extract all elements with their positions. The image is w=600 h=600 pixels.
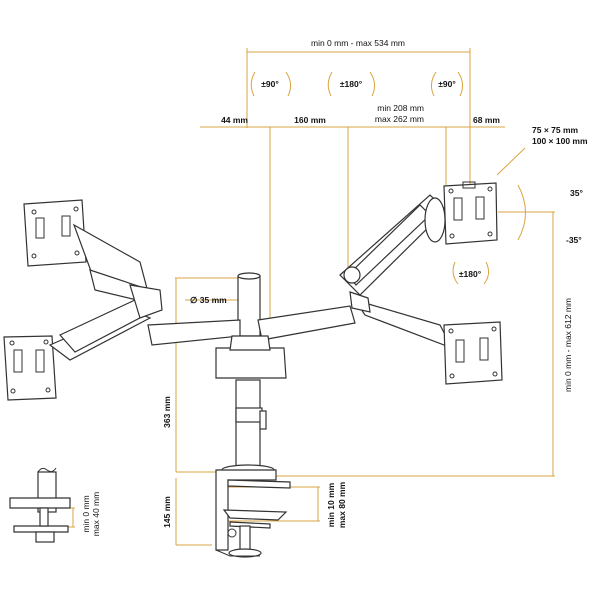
tilt-up-label: 35° xyxy=(570,188,583,198)
pole-diameter-label: ∅ 35 mm xyxy=(190,295,227,305)
mount-drawing xyxy=(3,181,503,558)
clamp-height-label: 145 mm xyxy=(162,496,172,528)
tilt-down-label: -35° xyxy=(566,235,582,245)
center-span-label: 160 mm xyxy=(294,115,326,125)
center-rotate-label: ±180° xyxy=(340,79,363,89)
pole-shaft xyxy=(235,379,261,471)
right-swivel-label: ±90° xyxy=(438,79,456,89)
top-span-label: min 0 mm - max 534 mm xyxy=(311,38,405,48)
vesa-plate-upper-left xyxy=(23,199,151,301)
central-hub xyxy=(215,347,287,379)
grommet-detail xyxy=(9,467,71,543)
pole-top xyxy=(237,275,261,337)
rotation-arrows xyxy=(250,71,526,285)
vesa-size-large: 100 × 100 mm xyxy=(532,136,588,146)
inner-span-min-label: min 208 mm xyxy=(377,103,424,113)
vesa-size-small: 75 × 75 mm xyxy=(532,125,579,135)
left-offset-label: 44 mm xyxy=(221,115,248,125)
screen-rotate-label: ±180° xyxy=(459,269,482,279)
grommet-max-label: max 40 mm xyxy=(91,492,101,536)
vesa-plate-upper-right xyxy=(443,181,498,245)
inner-span-max-label: max 262 mm xyxy=(375,114,424,124)
clamp-thickness-min-label: min 10 mm xyxy=(326,482,336,527)
grommet-min-label: min 0 mm xyxy=(81,495,91,532)
pole-height-label: 363 mm xyxy=(162,396,172,428)
left-swivel-label: ±90° xyxy=(261,79,279,89)
vesa-plate-lower-right xyxy=(443,321,503,385)
dimension-lines xyxy=(60,48,555,546)
desk-clamp xyxy=(215,469,291,558)
clamp-thickness-max-label: max 80 mm xyxy=(337,481,347,528)
right-offset-label: 68 mm xyxy=(473,115,500,125)
height-range-label: min 0 mm - max 612 mm xyxy=(563,298,573,392)
